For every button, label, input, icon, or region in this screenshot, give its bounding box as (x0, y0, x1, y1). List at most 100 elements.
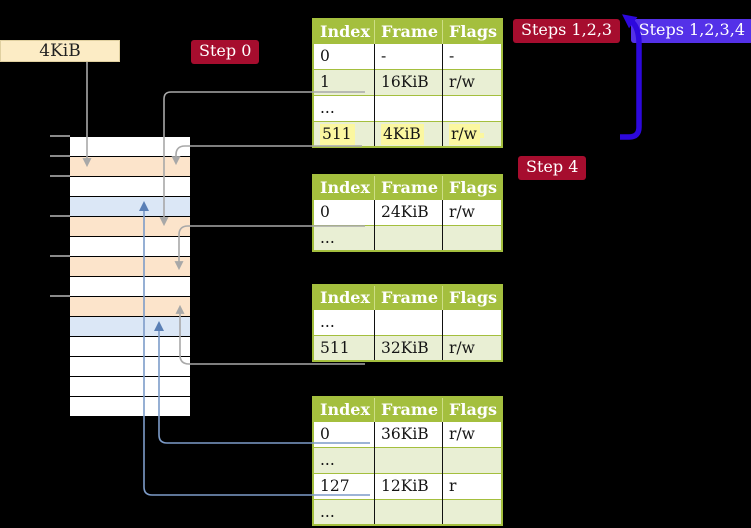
page-table-1-header-frame: Frame (374, 19, 443, 43)
page-table-1-cell-1-1: 16KiB (374, 68, 443, 95)
page-table-2-header-flags: Flags (442, 175, 503, 199)
page-table-3-cell-1-2: r/w (442, 334, 503, 361)
page-table-4-row-3: ... (313, 498, 503, 525)
memory-row-10-blue (70, 317, 190, 337)
tick-mark (50, 175, 70, 177)
page-table-4-header-frame: Frame (374, 397, 443, 421)
page-table-2-cell-1-1 (374, 224, 443, 251)
page-table-4-cell-1-1 (374, 446, 443, 473)
highlighted-value: r/w (449, 123, 480, 145)
page-table-4-header-index: Index (313, 397, 375, 421)
highlighted-value: 4KiB (381, 123, 424, 145)
page-table-2-cell-0-1: 24KiB (374, 198, 443, 225)
page-table-1-cell-0-1: - (374, 42, 443, 69)
memory-row-2-peach (70, 157, 190, 177)
page-table-1-cell-1-2: r/w (442, 68, 503, 95)
page-table-1-header-flags: Flags (442, 19, 503, 43)
page-table-1-cell-2-1 (374, 94, 443, 121)
page-table-4-cell-2-0: 127 (313, 472, 375, 499)
page-table-3-row-0: ... (313, 308, 503, 335)
page-table-4-cell-0-0: 0 (313, 420, 375, 447)
page-table-4-cell-1-0: ... (313, 446, 375, 473)
highlighted-value: 511 (320, 123, 355, 145)
memory-row-5-peach (70, 217, 190, 237)
physical-memory-stack (70, 136, 190, 417)
tick-mark (50, 215, 70, 217)
page-table-4-cell-1-2 (442, 446, 503, 473)
page-table-1-cell-0-2: - (442, 42, 503, 69)
page-table-1-cell-3-0: 511 (313, 120, 375, 147)
page-table-4-cell-2-2: r (442, 472, 503, 499)
page-table-3-header-flags: Flags (442, 285, 503, 309)
page-table-1-row-0: 0-- (313, 42, 503, 69)
badge-step0-text: Step 0 (199, 41, 252, 60)
frame-size-text: 4KiB (39, 41, 81, 61)
memory-row-7-peach (70, 257, 190, 277)
page-table-2-header-index: Index (313, 175, 375, 199)
memory-row-12-white (70, 357, 190, 377)
tick-mark (50, 135, 70, 137)
page-table-1-cell-0-0: 0 (313, 42, 375, 69)
tick-mark (50, 155, 70, 157)
page-table-4-cell-3-0: ... (313, 498, 375, 525)
page-table-3-cell-0-2 (442, 308, 503, 335)
page-table-2-cell-1-0: ... (313, 224, 375, 251)
memory-row-4-blue (70, 197, 190, 217)
page-table-4-row-1: ... (313, 446, 503, 473)
memory-row-13-white (70, 377, 190, 397)
page-table-4-cell-2-1: 12KiB (374, 472, 443, 499)
page-table-4-cell-0-1: 36KiB (374, 420, 443, 447)
memory-row-14-white (70, 397, 190, 417)
page-table-3-cell-1-0: 511 (313, 334, 375, 361)
badge-steps-1-2-3-text: Steps 1,2,3 (521, 20, 613, 39)
page-table-3-header-frame: Frame (374, 285, 443, 309)
tick-mark (50, 295, 70, 297)
page-table-2-row-1: ... (313, 224, 503, 251)
page-table-1-cell-3-2: r/w (442, 120, 503, 147)
page-table-1-row-3: 511 4KiB r/w (313, 120, 503, 147)
badge-steps-1-2-3-4-text: Steps 1,2,3,4 (638, 20, 745, 39)
page-table-1-cell-2-2 (442, 94, 503, 121)
page-table-3-cell-1-1: 32KiB (374, 334, 443, 361)
page-table-2-cell-0-2: r/w (442, 198, 503, 225)
badge-steps-1-2-3: Steps 1,2,3 (513, 19, 621, 43)
page-table-4-header-flags: Flags (442, 397, 503, 421)
tick-mark (50, 255, 70, 257)
page-table-2-cell-1-2 (442, 224, 503, 251)
page-table-3-cell-0-1 (374, 308, 443, 335)
page-table-1-cell-2-0: ... (313, 94, 375, 121)
page-table-2-cell-0-0: 0 (313, 198, 375, 225)
memory-row-8-white (70, 277, 190, 297)
highlight-artifact-mark (479, 133, 484, 138)
memory-row-9-peach (70, 297, 190, 317)
memory-row-3-white (70, 177, 190, 197)
frame-size-label: 4KiB (0, 40, 120, 62)
page-table-3-cell-0-0: ... (313, 308, 375, 335)
memory-row-11-white (70, 337, 190, 357)
badge-step4-text: Step 4 (526, 157, 579, 176)
page-table-4-cell-3-1 (374, 498, 443, 525)
page-table-2-header-frame: Frame (374, 175, 443, 199)
badge-step0: Step 0 (191, 40, 260, 64)
page-table-1-cell-3-1: 4KiB (374, 120, 443, 147)
badge-step4: Step 4 (518, 156, 587, 180)
page-table-1-cell-1-0: 1 (313, 68, 375, 95)
memory-row-1-white (70, 137, 190, 157)
page-table-4-cell-0-2: r/w (442, 420, 503, 447)
page-table-3-header-index: Index (313, 285, 375, 309)
page-table-1-row-2: ... (313, 94, 503, 121)
page-table-1-header-index: Index (313, 19, 375, 43)
